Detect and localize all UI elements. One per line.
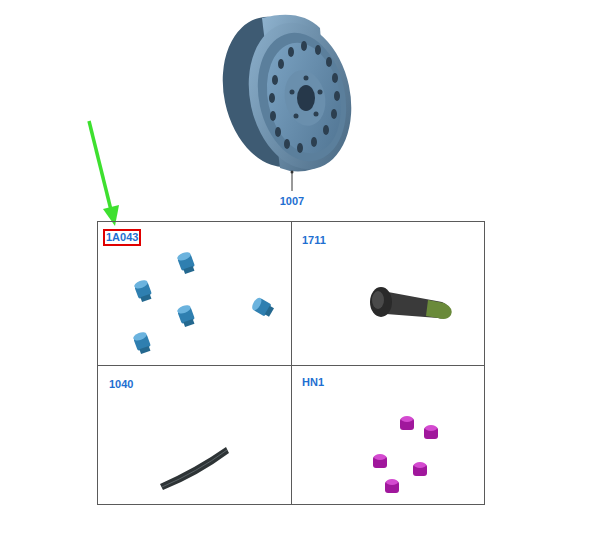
part-number: 1040 [109,378,133,391]
wheel-bolts [132,251,275,355]
balance-weight [160,447,229,490]
part-number: 1711 [302,234,326,247]
part-cell: 1A043 [97,221,292,366]
part-cell: 1711 [291,221,485,366]
steel-wheel [209,7,364,179]
pointer-arrow [89,121,119,226]
callout-number: 1007 [280,195,304,208]
valve-stem [370,287,452,319]
part-number: 1A043 [103,229,141,246]
part-number: HN1 [302,376,324,389]
wheel-nuts [373,416,438,493]
leader-line [292,172,293,191]
part-cell: HN1 [291,365,485,505]
part-cell: 1040 [97,365,292,505]
